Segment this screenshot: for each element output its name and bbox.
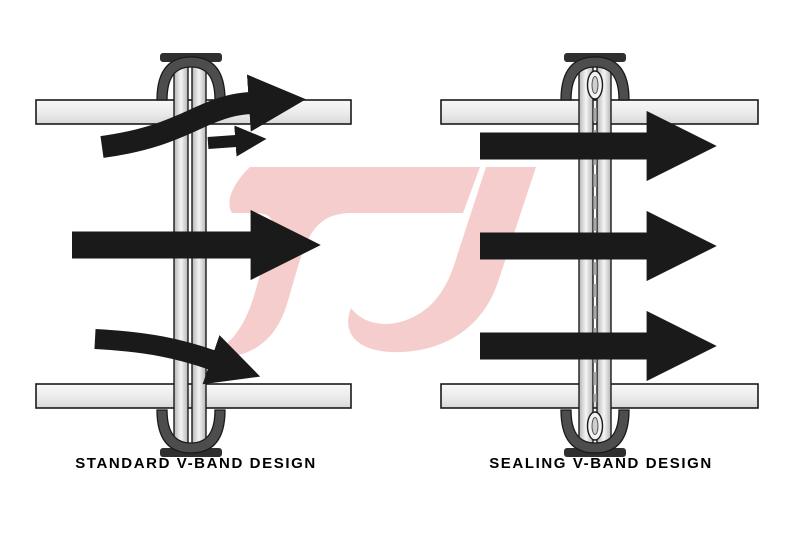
sealing-top-clamp (560, 56, 630, 101)
standard-leak-arrow-small (207, 125, 267, 157)
sealing-vband-assembly (440, 53, 759, 457)
standard-caption: STANDARD V-BAND DESIGN (75, 455, 317, 472)
standard-flow-arrows (72, 74, 321, 385)
standard-bottom-clamp (156, 409, 226, 454)
sealing-o-ring-bottom (586, 411, 604, 441)
standard-leak-arrow-top (100, 74, 306, 158)
watermark-j-swoosh (348, 167, 536, 353)
standard-top-clamp (156, 56, 226, 101)
sealing-caption: SEALING V-BAND DESIGN (489, 455, 713, 472)
standard-leak-arrow-bottom (94, 329, 261, 385)
sealing-bottom-clamp (560, 409, 630, 454)
standard-vband-assembly (35, 53, 352, 457)
tj-watermark (206, 167, 536, 358)
sealing-o-ring-top (586, 70, 604, 100)
sealing-flow-arrows (480, 110, 717, 382)
